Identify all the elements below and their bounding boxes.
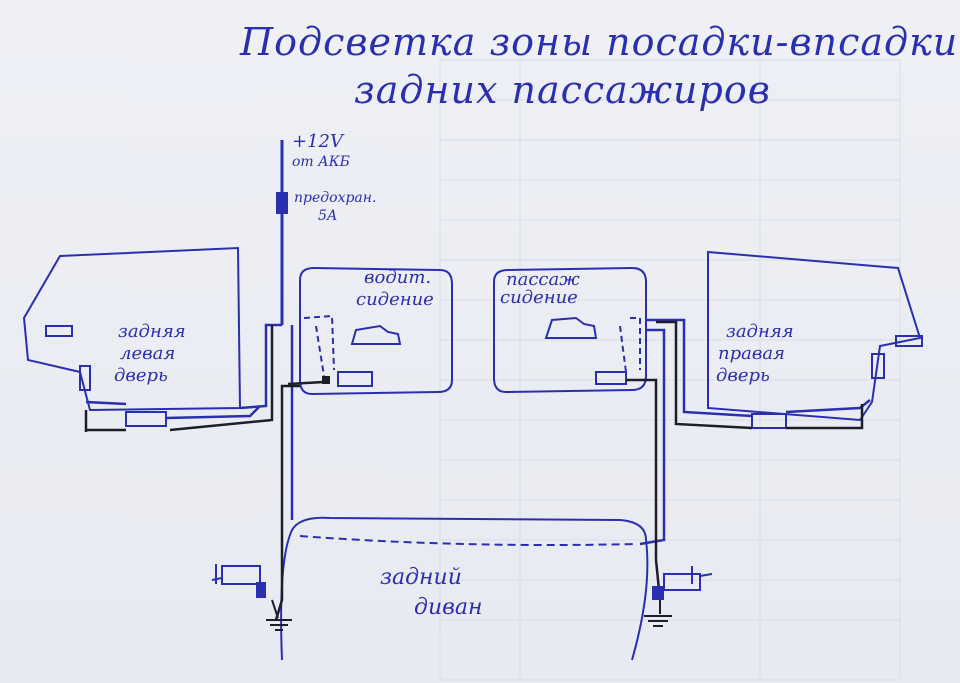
left-ground-symbol [266,599,292,631]
right-door-lamp [751,413,787,429]
power-source-label: от АКБ [292,154,350,170]
right-door-switch [663,566,713,591]
driver-seat-lamp [337,371,373,387]
rear-bench-label-line2: диван [414,595,483,620]
fuse-label-line2: 5А [318,208,338,224]
left-door-label-line1: задняя [118,321,186,342]
left-door-label-line3: дверь [114,365,168,386]
driver-seat-icon [350,324,402,345]
diagram-title-line1: Подсветка зоны посадки-впсадки [240,20,959,64]
driver-seat-outline [299,266,453,396]
rear-bench-outline [280,516,649,661]
rear-bench-label-line1: задний [380,565,462,590]
right-door-outline [707,250,923,422]
passenger-seat-lamp [595,371,627,385]
passenger-seat-icon [544,316,598,339]
left-door-switch [211,564,261,585]
passenger-seat-outline [493,266,647,394]
diagram-title-line2: задних пассажиров [354,68,771,112]
fuse-symbol [276,192,288,214]
left-door-label-line2: левая [120,343,176,364]
passenger-seat-label-line1: пассаж [506,269,580,290]
driver-seat-label-line1: водит. [364,267,432,288]
fuse-label-line1: предохран. [294,190,377,206]
passenger-seat-label-line2: сидение [500,287,578,308]
right-door-label-line2: правая [718,343,785,364]
right-door-label-line1: задняя [726,321,794,342]
driver-seat-label-line2: сидение [356,289,434,310]
power-voltage-label: +12V [292,131,343,152]
driver-seat-lamp-dot [322,376,330,384]
right-door-label-line3: дверь [716,365,770,386]
left-door-lamp [125,411,167,427]
left-door-outline [22,246,242,412]
right-ground-symbol [644,600,672,627]
